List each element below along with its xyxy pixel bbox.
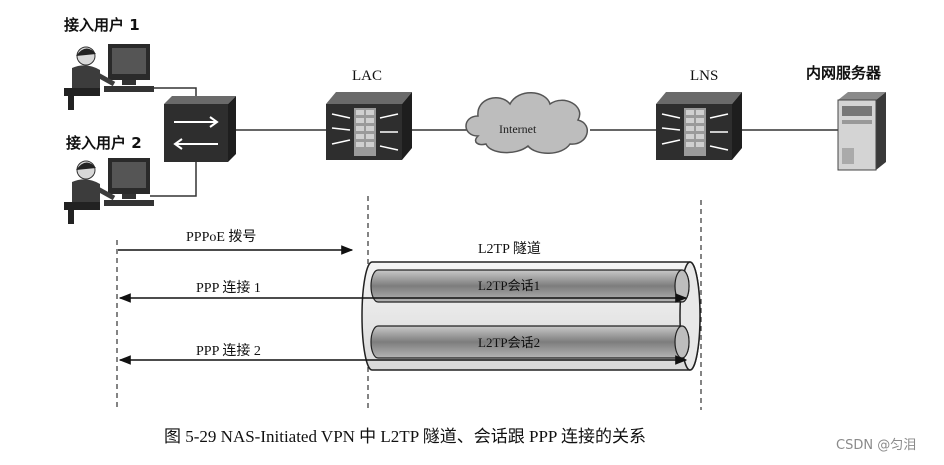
session-2-label: L2TP会话2: [478, 335, 541, 350]
computer-user-icon: [64, 44, 154, 110]
ppp-connection-2-label: PPP 连接 2: [196, 344, 261, 359]
lns-label: LNS: [690, 68, 719, 84]
router-firewall-icon: [656, 92, 742, 160]
switch-icon: [164, 96, 236, 162]
dashed-guides: [116, 196, 702, 410]
user-2-label: 接入用户 2: [66, 134, 142, 152]
pppoe-label: PPPoE 拨号: [186, 230, 257, 245]
server-icon: [837, 92, 886, 171]
lac-label: LAC: [352, 68, 382, 84]
tunnel-label: L2TP 隧道: [478, 242, 541, 257]
session-1-label: L2TP会话1: [478, 278, 541, 293]
figure-caption: 图 5-29 NAS-Initiated VPN 中 L2TP 隧道、会话跟 P…: [164, 427, 647, 446]
user-1-label: 接入用户 1: [64, 16, 140, 34]
l2tp-session-2: [370, 325, 690, 359]
link-user2-switch: [150, 158, 197, 197]
cloud-icon: [465, 92, 588, 154]
ppp-connection-1-label: PPP 连接 1: [196, 281, 261, 296]
internet-label: Internet: [499, 122, 537, 136]
computer-user-icon: [64, 158, 154, 224]
watermark: CSDN @匀泪: [836, 438, 917, 453]
server-label: 内网服务器: [806, 64, 882, 82]
router-firewall-icon: [326, 92, 412, 160]
